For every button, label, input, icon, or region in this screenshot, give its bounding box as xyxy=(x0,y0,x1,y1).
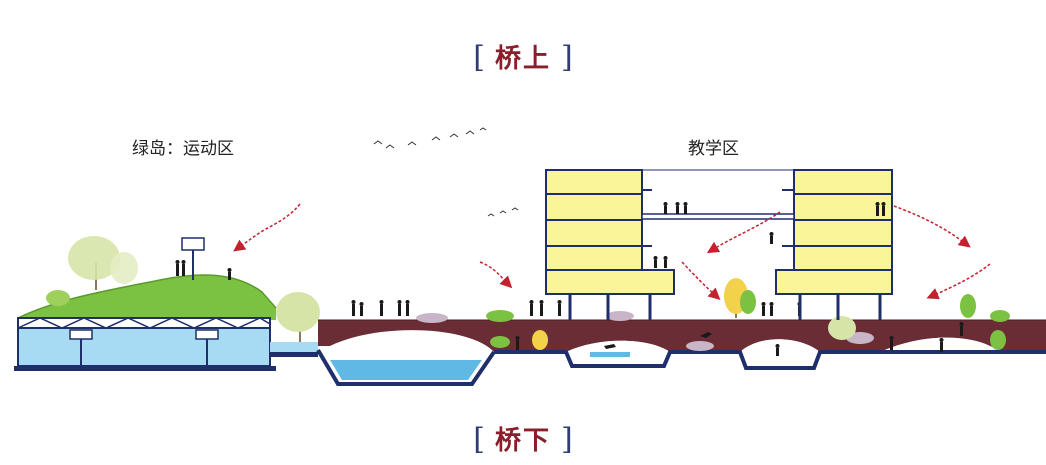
basketball-hoop-icon xyxy=(195,329,219,366)
basketball-hoop-icon xyxy=(181,237,205,280)
people-silhouettes xyxy=(653,202,886,268)
people-silhouettes xyxy=(175,260,232,280)
red-arrow-icon xyxy=(926,263,991,300)
red-arrow-icon xyxy=(706,211,781,254)
bracket-open: [ xyxy=(473,422,485,457)
zone-label-green-island: 绿岛：运动区 xyxy=(132,139,234,159)
shrub-icons xyxy=(416,310,1010,351)
sky-bridge xyxy=(641,169,795,220)
bracket-open: [ xyxy=(473,40,485,75)
red-arrow-icon xyxy=(233,203,301,252)
gym-interior xyxy=(17,327,271,367)
red-arrow-icon xyxy=(479,261,513,289)
bridge-arch-opening xyxy=(566,340,670,352)
bracket-close: ] xyxy=(561,422,573,457)
birds-icon xyxy=(373,127,519,217)
water-channel xyxy=(316,348,496,386)
teaching-building-left xyxy=(545,169,675,320)
tree-icon xyxy=(276,292,320,342)
green-roof xyxy=(18,275,276,320)
bridge-arch-opening xyxy=(330,331,494,352)
bridge-arch-opening xyxy=(740,339,820,352)
section-title-above-bridge: [ 桥上] xyxy=(0,38,1046,75)
tree-icon xyxy=(724,278,756,318)
ground-line xyxy=(494,350,1046,370)
title-text: 桥下 xyxy=(494,426,551,456)
zone-label-teaching: 教学区 xyxy=(688,139,739,159)
tree-icon xyxy=(532,330,1006,350)
teaching-building-right xyxy=(775,169,893,320)
red-arrow-icon xyxy=(681,261,721,301)
tree-icon xyxy=(68,236,138,290)
basketball-hoop-icon xyxy=(69,329,93,366)
bracket-close: ] xyxy=(561,40,573,75)
section-title-below-bridge: [ 桥下] xyxy=(0,420,1046,457)
tree-icon xyxy=(828,316,856,340)
tree-icon xyxy=(46,290,70,306)
gym-building xyxy=(14,203,301,371)
red-arrow-icon xyxy=(893,205,971,248)
title-text: 桥上 xyxy=(494,44,551,74)
tree-icon xyxy=(960,294,976,318)
